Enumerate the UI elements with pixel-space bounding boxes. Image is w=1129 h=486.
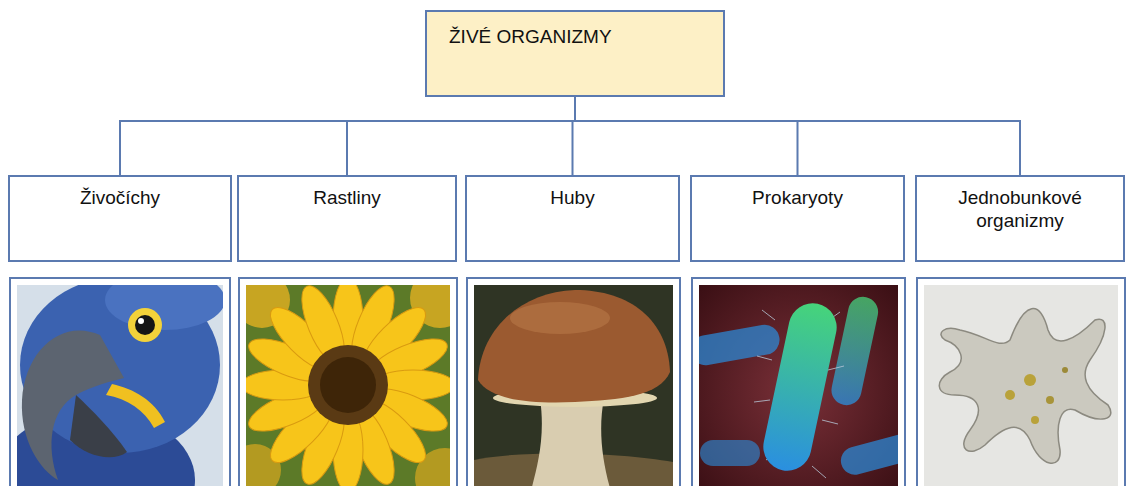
parrot-beak-stripe	[106, 384, 165, 428]
amoeba-picture	[924, 285, 1118, 486]
bacterium	[829, 294, 881, 408]
amoeba-vacuole	[1031, 416, 1039, 424]
parrot-feathers	[105, 285, 223, 330]
picture-background	[474, 285, 673, 486]
bacterium	[759, 299, 841, 475]
node-label: Huby	[475, 187, 670, 210]
parrot-picture	[17, 285, 223, 486]
parrot-eye-highlight	[138, 318, 144, 324]
tree-connector	[575, 97, 798, 175]
tree-connector	[347, 97, 575, 175]
hair	[762, 310, 775, 320]
hair	[754, 400, 770, 402]
parrot-eye-ring	[128, 308, 162, 342]
amoeba-vacuole	[1005, 390, 1015, 400]
node-label: Rastliny	[247, 187, 447, 210]
picture-frame	[467, 278, 680, 486]
sunflower-picture	[246, 285, 450, 486]
category-box: Rastliny	[237, 175, 457, 262]
sunflower-petals	[246, 285, 450, 486]
parrot-beak	[22, 330, 124, 480]
node-label: Jednobunkové organizmy	[925, 187, 1115, 233]
node-label: Prokaryoty	[700, 187, 895, 210]
amoeba-vacuole	[1046, 396, 1054, 404]
node-label: ŽIVÉ ORGANIZMY	[449, 26, 701, 49]
sunflower-center	[308, 345, 388, 425]
node-label: Živočíchy	[18, 187, 222, 210]
amoeba-vacuole	[1024, 374, 1036, 386]
category-box: Huby	[465, 175, 680, 262]
bacterium	[838, 430, 898, 478]
category-box: Prokaryoty	[690, 175, 905, 262]
bacterium	[700, 440, 760, 466]
root-box: ŽIVÉ ORGANIZMY	[425, 10, 725, 97]
parrot-eye	[135, 315, 155, 335]
tree-connector	[575, 97, 1020, 175]
parrot-lower-beak	[70, 395, 127, 457]
hair	[757, 356, 772, 360]
hair	[812, 466, 826, 478]
mushroom-stem	[530, 398, 612, 486]
picture-background	[924, 285, 1118, 486]
bacterium	[699, 322, 782, 367]
amoeba-body	[939, 309, 1111, 464]
hair	[828, 366, 844, 370]
picture-frame	[917, 278, 1125, 486]
cap-highlight	[510, 302, 610, 334]
amoeba-vacuole	[1062, 367, 1068, 373]
sunflower-seeds	[320, 357, 376, 413]
mushroom-picture	[474, 285, 673, 486]
category-box: Jednobunkové organizmy	[915, 175, 1125, 262]
tree-connector	[120, 97, 575, 175]
bacteria-picture	[699, 285, 898, 486]
mushroom-cap	[478, 290, 670, 402]
category-box: Živočíchy	[8, 175, 232, 262]
hair	[822, 420, 838, 424]
